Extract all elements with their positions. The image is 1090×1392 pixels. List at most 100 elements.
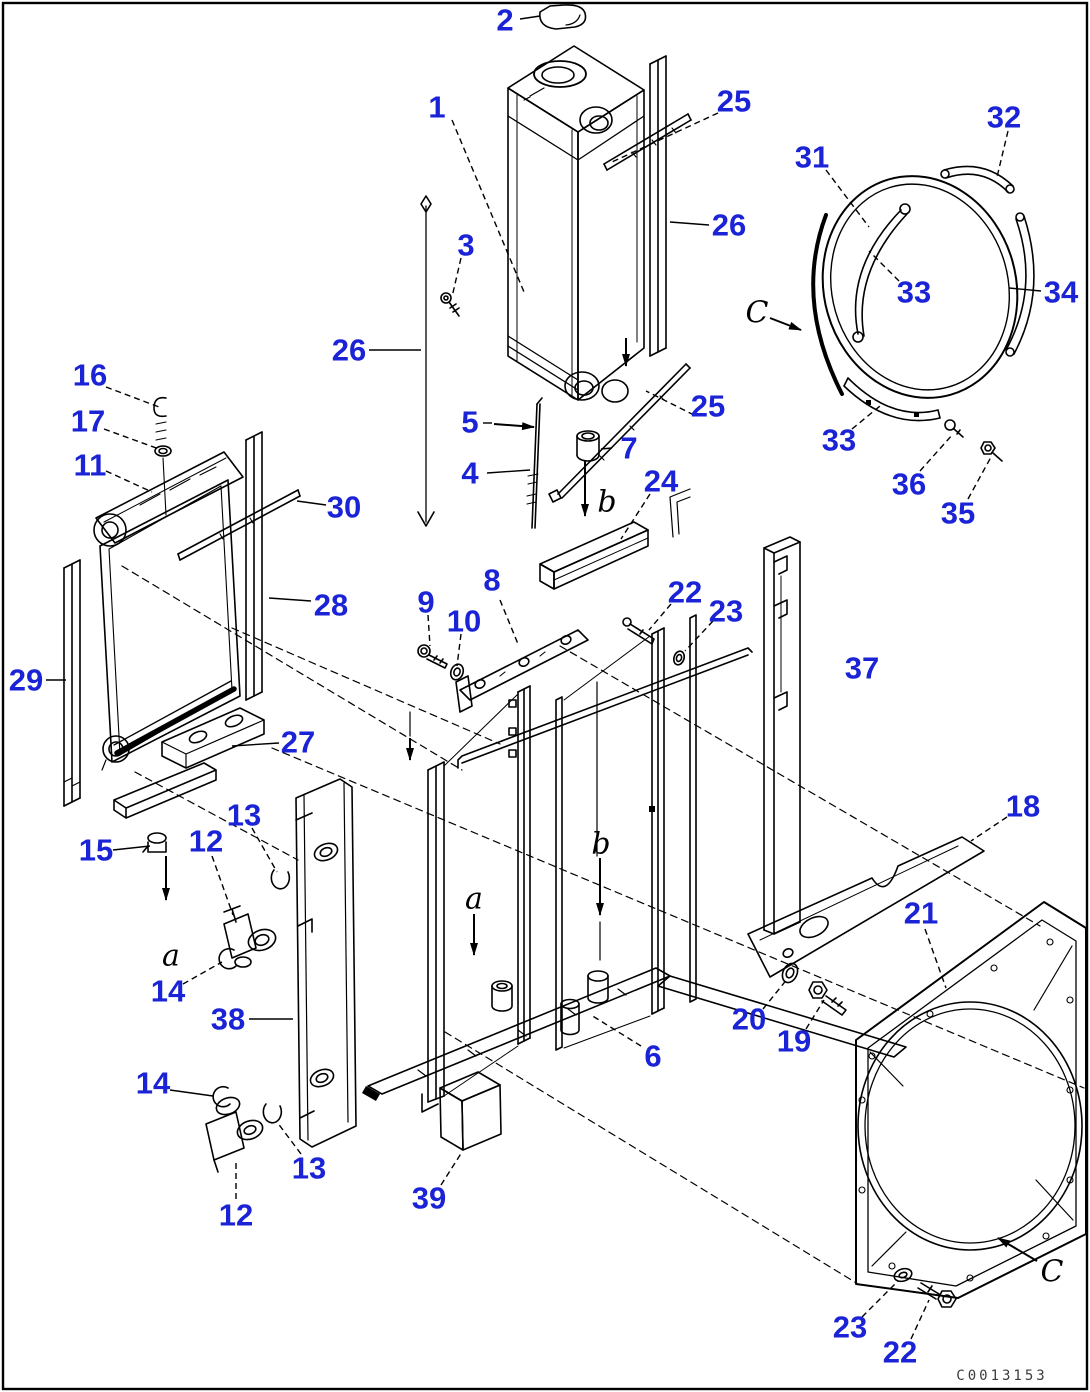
part-25-rod-lower (548, 363, 691, 503)
callout-label: 16 (73, 358, 107, 393)
part-4-rod (526, 397, 543, 529)
part-39-block (439, 1071, 502, 1151)
leader-line (684, 620, 714, 652)
part-38-panel (295, 778, 357, 1148)
callout-label: 23 (833, 1310, 867, 1345)
part-19-bolt (808, 981, 847, 1016)
part-22-bolt-lower (917, 1282, 957, 1308)
callout-label: 28 (314, 588, 348, 623)
leader-line (486, 469, 531, 474)
part-10-washer (449, 663, 465, 681)
callout-label: 1 (428, 90, 445, 125)
leader-line (762, 977, 789, 1010)
part-12-valve-upper (223, 905, 277, 968)
leader-line (519, 15, 541, 20)
part-31-guard-segment (811, 213, 844, 396)
leader-line (919, 433, 954, 472)
part-25-rod-upper (603, 113, 692, 171)
callout-label: 5 (461, 405, 478, 440)
leader-line (924, 928, 947, 989)
callout-label: 34 (1044, 275, 1079, 310)
callout-label: 20 (732, 1002, 766, 1037)
callout-label: 22 (883, 1335, 917, 1370)
callout-label: 29 (9, 663, 43, 698)
callout-label: 26 (332, 333, 366, 368)
direction-arrows (162, 317, 1038, 1262)
leader-line (211, 855, 234, 916)
leader-line (996, 130, 1009, 178)
leader-line (1008, 287, 1042, 292)
part-12-valve-lower (205, 1096, 264, 1173)
part-3-screw (440, 292, 460, 317)
part-16-cap (153, 396, 167, 441)
direction-arrow (769, 317, 802, 331)
leader-line (276, 1121, 302, 1155)
callout-label: 26 (712, 208, 746, 243)
direction-arrow (997, 1237, 1038, 1262)
part-1-oil-cooler (507, 45, 645, 403)
fan-guard-assembly (811, 165, 1035, 462)
view-letter: a (465, 882, 483, 917)
callout-label: 10 (447, 604, 481, 639)
drawing-code: C0013153 (956, 1368, 1047, 1384)
part-8-bracket (455, 629, 589, 713)
leader-line (967, 456, 992, 500)
callout-label: 25 (717, 84, 751, 119)
part-17-washer (154, 445, 172, 516)
callout-label: 24 (644, 464, 679, 499)
part-23-washer-upper (672, 650, 686, 666)
part-26-strip (649, 55, 667, 357)
leader-line (169, 1089, 214, 1097)
part-24-bar (539, 488, 691, 590)
part-29-strip (63, 559, 81, 807)
callout-label: 15 (79, 833, 113, 868)
leader-line (251, 827, 278, 873)
leader-line (427, 614, 431, 647)
callout-label: 22 (668, 575, 702, 610)
leader-line (868, 250, 900, 282)
leader-line (499, 599, 519, 645)
callout-label: 27 (281, 725, 315, 760)
leader-line (805, 999, 825, 1030)
callout-label: 23 (709, 594, 743, 629)
part-34-segment (1005, 215, 1035, 355)
leader-line (970, 816, 1008, 842)
callout-label: 12 (219, 1198, 253, 1233)
callout-label: 30 (327, 490, 361, 525)
part-6-frame (362, 614, 907, 1113)
callout-label: 9 (417, 585, 434, 620)
leader-line (861, 1280, 899, 1318)
part-28-strip (245, 431, 263, 701)
callout-label: 4 (461, 456, 479, 491)
part-7-plug (576, 430, 600, 462)
part-37-bar (763, 536, 801, 935)
callout-label: 33 (897, 275, 931, 310)
part-33-lower-segment (843, 377, 941, 422)
filler-cap-icon (539, 4, 587, 30)
part-21-fan-shroud (855, 901, 1087, 1299)
callout-label: 12 (189, 824, 223, 859)
leader-line (648, 603, 672, 631)
view-letter: b (597, 485, 616, 520)
view-letter: b (591, 827, 610, 862)
part-32-segment (943, 165, 1014, 193)
projection-line (271, 747, 1085, 1089)
leader-line (910, 1299, 930, 1340)
leader-line (851, 405, 881, 430)
callout-label: 14 (136, 1066, 171, 1101)
callout-label: 7 (620, 431, 637, 466)
part-14-clip-upper (218, 947, 237, 970)
callout-label: 2 (496, 3, 513, 38)
callout-label: 38 (211, 1002, 245, 1037)
callout-label: 17 (71, 404, 105, 439)
callout-label: 19 (777, 1024, 811, 1059)
part-35-bolt (980, 441, 1003, 462)
callout-label: 18 (1006, 789, 1040, 824)
callout-label: 11 (74, 448, 107, 483)
leader-line (825, 169, 870, 228)
